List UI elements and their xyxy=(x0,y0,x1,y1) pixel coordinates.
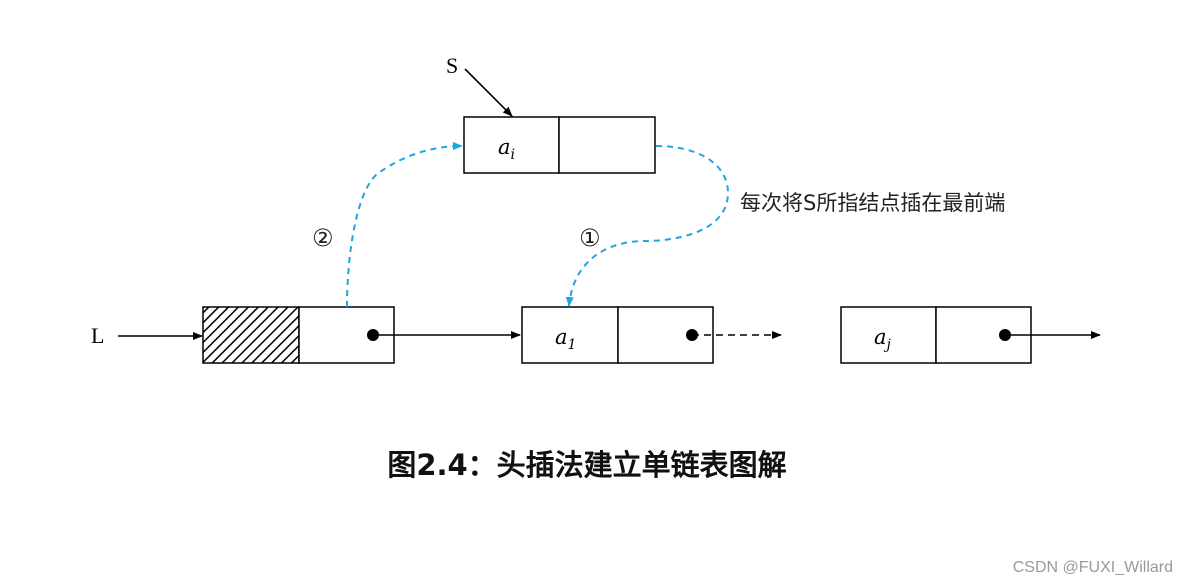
step-1-arrow xyxy=(565,145,730,307)
head-node-hatched-field xyxy=(202,306,300,364)
step-1-label: ① xyxy=(579,224,601,252)
node-j: aj xyxy=(840,306,1032,364)
step-2-arrow xyxy=(346,142,463,308)
node-new-label: ai xyxy=(498,135,515,163)
watermark: CSDN @FUXI_Willard xyxy=(1012,559,1173,576)
node-first-label-base: a xyxy=(555,325,568,349)
node-new-label-sub: i xyxy=(511,147,515,163)
pointer-s-arrow xyxy=(464,68,513,117)
figure-caption: 图2.4：头插法建立单链表图解 xyxy=(387,448,787,482)
node-first-label: a1 xyxy=(555,325,576,353)
node-first: a1 xyxy=(521,306,714,364)
head-node xyxy=(202,306,395,364)
node-new-next-field xyxy=(558,116,656,174)
node-first-label-sub: 1 xyxy=(568,337,577,353)
pointer-l-label: L xyxy=(91,323,104,348)
node-j-label-base: a xyxy=(874,325,887,349)
node-new-label-base: a xyxy=(498,135,511,159)
pointer-s-label: S xyxy=(446,53,458,78)
step-2-label: ② xyxy=(312,224,334,252)
node-j-label: aj xyxy=(874,325,892,353)
node-new-data-field xyxy=(463,116,560,174)
node-j-data-field xyxy=(840,306,937,364)
node-j-label-sub: j xyxy=(884,337,892,353)
node-first-data-field xyxy=(521,306,619,364)
annotation-text: 每次将S所指结点插在最前端 xyxy=(740,191,1005,215)
node-new: ai xyxy=(463,116,656,174)
